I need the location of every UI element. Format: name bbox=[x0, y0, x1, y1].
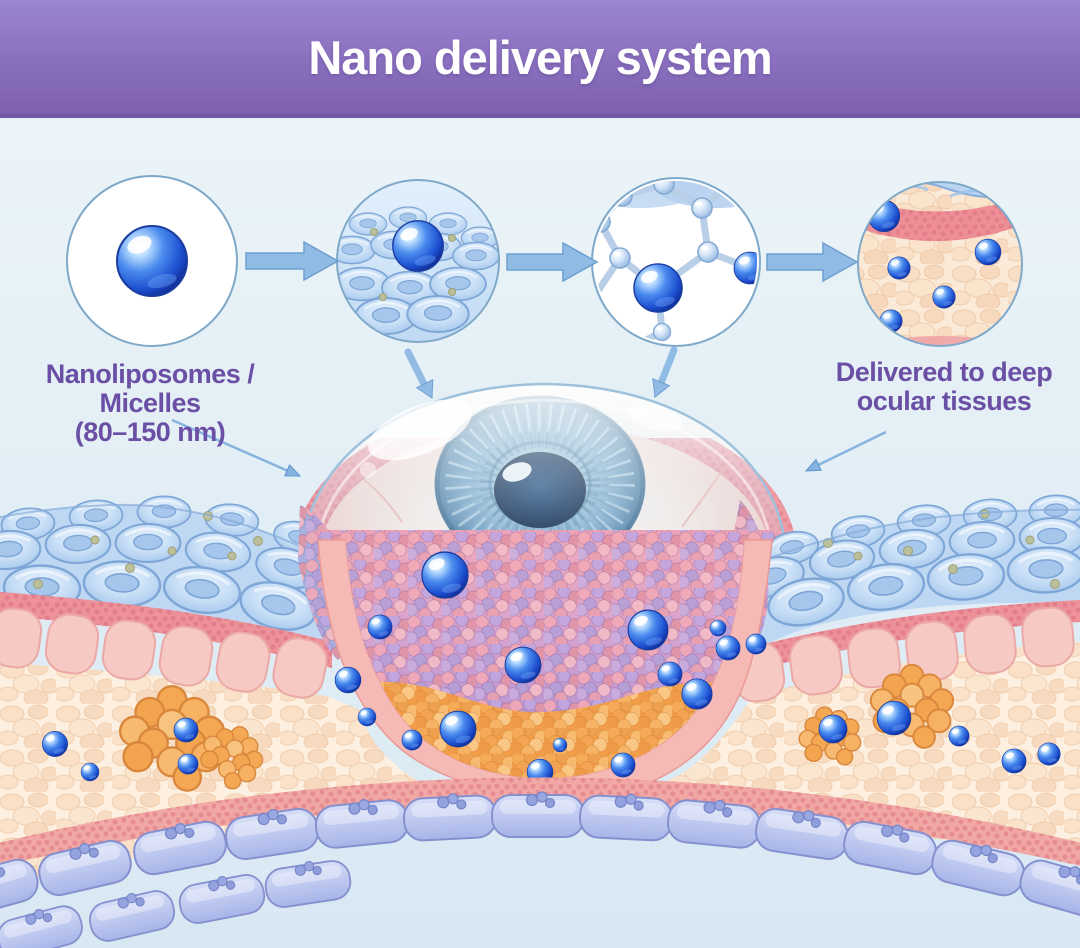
pointer-lines bbox=[171, 418, 887, 477]
stage-circle-molecular-network bbox=[591, 177, 761, 347]
stage-circle-cell-penetration bbox=[336, 179, 500, 343]
dome-glare bbox=[360, 462, 376, 478]
dome-glare bbox=[368, 399, 472, 461]
epithelium-edge bbox=[0, 503, 336, 563]
pointer-line-left-icon bbox=[284, 464, 302, 477]
title-banner: Nano delivery system bbox=[0, 0, 1080, 118]
page-title: Nano delivery system bbox=[308, 30, 772, 84]
arrow-right-icon bbox=[766, 241, 859, 283]
dome-glare bbox=[627, 404, 683, 432]
flow-arrows bbox=[245, 240, 859, 283]
stage-circle-nanoparticle bbox=[66, 175, 238, 347]
stage-circle-deep-tissue bbox=[857, 181, 1023, 347]
basement-membrane bbox=[0, 777, 1080, 866]
cell-layer-particle-icon bbox=[392, 220, 444, 272]
down-arrows bbox=[404, 346, 678, 399]
epithelium-specks bbox=[33, 509, 1060, 589]
tissue-layers bbox=[0, 493, 1080, 948]
arrow-down-icon bbox=[652, 378, 671, 398]
subocular-bowl bbox=[312, 530, 778, 799]
label-nanoliposomes-line2: (80–150 nm) bbox=[74, 417, 226, 448]
basal-cells-pink bbox=[0, 606, 1075, 703]
nanoparticle-sphere-icon bbox=[116, 225, 188, 297]
cell-specks bbox=[370, 228, 456, 301]
label-nanoliposomes: Nanoliposomes / Micelles (80–150 nm) bbox=[0, 359, 300, 448]
arrow-right-icon bbox=[245, 240, 340, 282]
epithelium-edge bbox=[744, 508, 1080, 569]
cornea-dome bbox=[300, 382, 788, 554]
label-delivered: Delivered to deep ocular tissues bbox=[800, 357, 1080, 417]
arrow-down-icon bbox=[415, 378, 434, 399]
label-delivered-line2: ocular tissues bbox=[856, 386, 1032, 417]
lamina-left bbox=[0, 592, 332, 668]
label-delivered-line1: Delivered to deep bbox=[835, 357, 1053, 387]
label-nanoliposomes-line1: Nanoliposomes / Micelles bbox=[45, 359, 255, 419]
arrow-right-icon bbox=[506, 241, 599, 283]
molecular-network-icon bbox=[633, 263, 683, 313]
pointer-line-right-icon bbox=[804, 458, 822, 472]
